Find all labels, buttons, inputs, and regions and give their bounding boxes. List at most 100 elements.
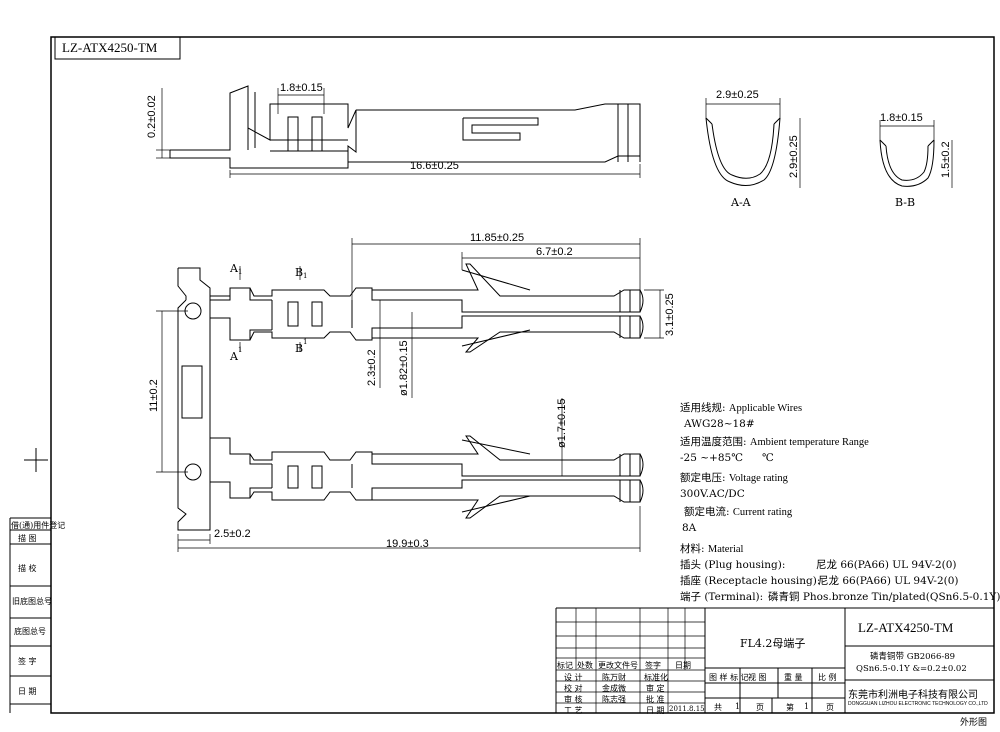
sheet-index-unit: 页 xyxy=(826,703,834,712)
dim-1-8-section: 1.8±0.15 xyxy=(880,112,923,124)
reg-label-sign: 签 字 xyxy=(18,657,37,666)
spec-receptacle-value: 尼龙 66(PA66) UL 94V-2(0) xyxy=(818,575,959,587)
row-date-label: 日 期 xyxy=(646,706,665,715)
row-fixed: 审 定 xyxy=(646,684,665,693)
spec-terminal-value: 磷青铜 Phos.bronze Tin/plated(QSn6.5-0.1Y) xyxy=(768,591,1000,603)
spec-temp-value: -25 ~+85℃ xyxy=(680,452,743,464)
spec-temp-unit: ℃ xyxy=(762,452,774,464)
row-process: 工 艺 xyxy=(564,706,583,715)
spec-temp-en: Ambient temperature Range xyxy=(749,437,869,448)
dim-2-5: 2.5±0.2 xyxy=(214,528,251,540)
section-b-b xyxy=(879,120,953,188)
reg-label-base-number: 底图总号 xyxy=(14,627,46,636)
section-marker-a-bottom: A xyxy=(230,350,238,363)
header-pattern-mark: 图 样 标 记 xyxy=(709,673,749,682)
row-review: 审 核 xyxy=(564,695,583,704)
dim-2-3: 2.3±0.2 xyxy=(366,349,378,386)
section-marker-b-top: B xyxy=(295,266,304,279)
header-weight: 重 量 xyxy=(784,673,803,682)
spec-material-en: Material xyxy=(707,544,744,555)
spec-current-cn: 额定电流: xyxy=(684,506,730,518)
title-block-left-grid xyxy=(556,608,705,713)
dim-1-8: 1.8±0.15 xyxy=(280,82,323,94)
dim-1-5: 1.5±0.2 xyxy=(940,141,952,178)
row-approve: 批 准 xyxy=(646,695,665,704)
header-scale: 比 例 xyxy=(818,673,837,682)
spec-wires-en: Applicable Wires xyxy=(728,403,803,414)
code-box xyxy=(54,36,181,60)
spec-voltage-cn: 额定电压: xyxy=(680,472,726,484)
dim-11-85: 11.85±0.25 xyxy=(470,232,525,244)
side-view-terminal xyxy=(169,85,641,169)
dim-6-7: 6.7±0.2 xyxy=(536,246,573,258)
sheet-total-value: 1 xyxy=(735,702,741,711)
reg-label-trace: 描 图 xyxy=(18,534,37,543)
col-mark: 标记 xyxy=(557,661,573,670)
spec-current-en: Current rating xyxy=(732,507,793,518)
reg-label-date: 日 期 xyxy=(18,687,37,696)
col-change-doc: 更改文件号 xyxy=(598,661,638,670)
sheet-border xyxy=(50,36,995,714)
dim-1-82: ø1.82±0.15 xyxy=(398,340,410,396)
drawing-code-block: LZ-ATX4250-TM xyxy=(858,620,954,635)
spec-voltage: 额定电压: Voltage rating xyxy=(680,470,788,487)
col-date: 日期 xyxy=(675,661,691,670)
spec-temp-cn: 适用温度范围: xyxy=(680,436,747,448)
sheet-index-value: 1 xyxy=(804,702,810,711)
reg-label-old-number: 旧底图总号 xyxy=(12,597,52,606)
drawing-name: FL4.2母端子 xyxy=(740,637,806,650)
spec-voltage-value: 300V.AC/DC xyxy=(680,488,745,500)
section-marker-b-bottom: B xyxy=(295,342,304,355)
reg-label-trace-check: 描 校 xyxy=(18,564,37,573)
strip-dims xyxy=(156,238,664,552)
title-block-grid xyxy=(555,607,994,713)
dim-16-6: 16.6±0.25 xyxy=(410,160,459,172)
section-a-a xyxy=(705,98,801,188)
spec-plug-value: 尼龙 66(PA66) UL 94V-2(0) xyxy=(816,559,957,571)
section-label-a-a: A-A xyxy=(731,196,751,209)
spec-plug: 插头 (Plug housing): xyxy=(680,559,786,571)
row-design-name: 陈万财 xyxy=(602,673,626,682)
spec-wires: 适用线规: Applicable Wires xyxy=(680,400,802,417)
company-name-en: DONGGUAN LIZHOU ELECTRONIC TECHNOLOGY CO… xyxy=(848,701,988,707)
sheet-index-label: 第 xyxy=(786,703,794,712)
dim-0-2: 0.2±0.02 xyxy=(146,95,158,138)
spec-current-value: 8A xyxy=(682,522,697,534)
dim-11: 11±0.2 xyxy=(148,379,160,412)
left-block-grid xyxy=(9,448,51,713)
section-label-b-b: B-B xyxy=(895,196,916,209)
section-marker-a-top-index: 1 xyxy=(238,268,243,276)
dim-1-7: ø1.7±0.15 xyxy=(556,398,568,448)
section-marker-b-bottom-index: 1 xyxy=(303,338,308,346)
spec-material-cn: 材料: xyxy=(680,543,705,555)
terminal-top xyxy=(249,263,644,353)
row-check-name: 金成微 xyxy=(602,684,626,693)
col-count: 处数 xyxy=(577,661,593,670)
material-line-2: QSn6.5-0.1Y &=0.2±0.02 xyxy=(856,664,967,674)
section-marker-a-top: A xyxy=(230,262,238,275)
spec-wires-value: AWG28~18# xyxy=(684,418,755,430)
sheet-total-label: 共 xyxy=(714,703,722,712)
company-name-cn: 东莞市利洲电子科技有限公司 xyxy=(848,690,978,701)
spec-current: 额定电流: Current rating xyxy=(684,504,792,521)
dim-2-9-width: 2.9±0.25 xyxy=(716,89,759,101)
row-design: 设 计 xyxy=(564,673,583,682)
spec-material: 材料: Material xyxy=(680,541,743,558)
row-check: 校 对 xyxy=(564,684,583,693)
terminal-bottom xyxy=(249,435,644,519)
side-view-dims xyxy=(156,88,641,178)
spec-voltage-en: Voltage rating xyxy=(728,473,788,484)
carrier-strip xyxy=(177,267,272,531)
spec-receptacle: 插座 (Receptacle housing): xyxy=(680,575,821,587)
row-date-value: 2011.8.15 xyxy=(669,705,705,713)
dim-3-1: 3.1±0.25 xyxy=(664,293,676,336)
material-line-1: 磷青铜带 GB2066-89 xyxy=(870,652,956,662)
spec-temp: 适用温度范围: Ambient temperature Range xyxy=(680,434,869,451)
reg-label-borrow: 借(通)用件登记 xyxy=(11,521,66,530)
sheet-label: 外形图 xyxy=(960,718,988,728)
row-review-name: 陈志强 xyxy=(602,695,626,704)
section-marker-a-bottom-index: 1 xyxy=(238,346,243,354)
dim-2-9-height: 2.9±0.25 xyxy=(788,135,800,178)
